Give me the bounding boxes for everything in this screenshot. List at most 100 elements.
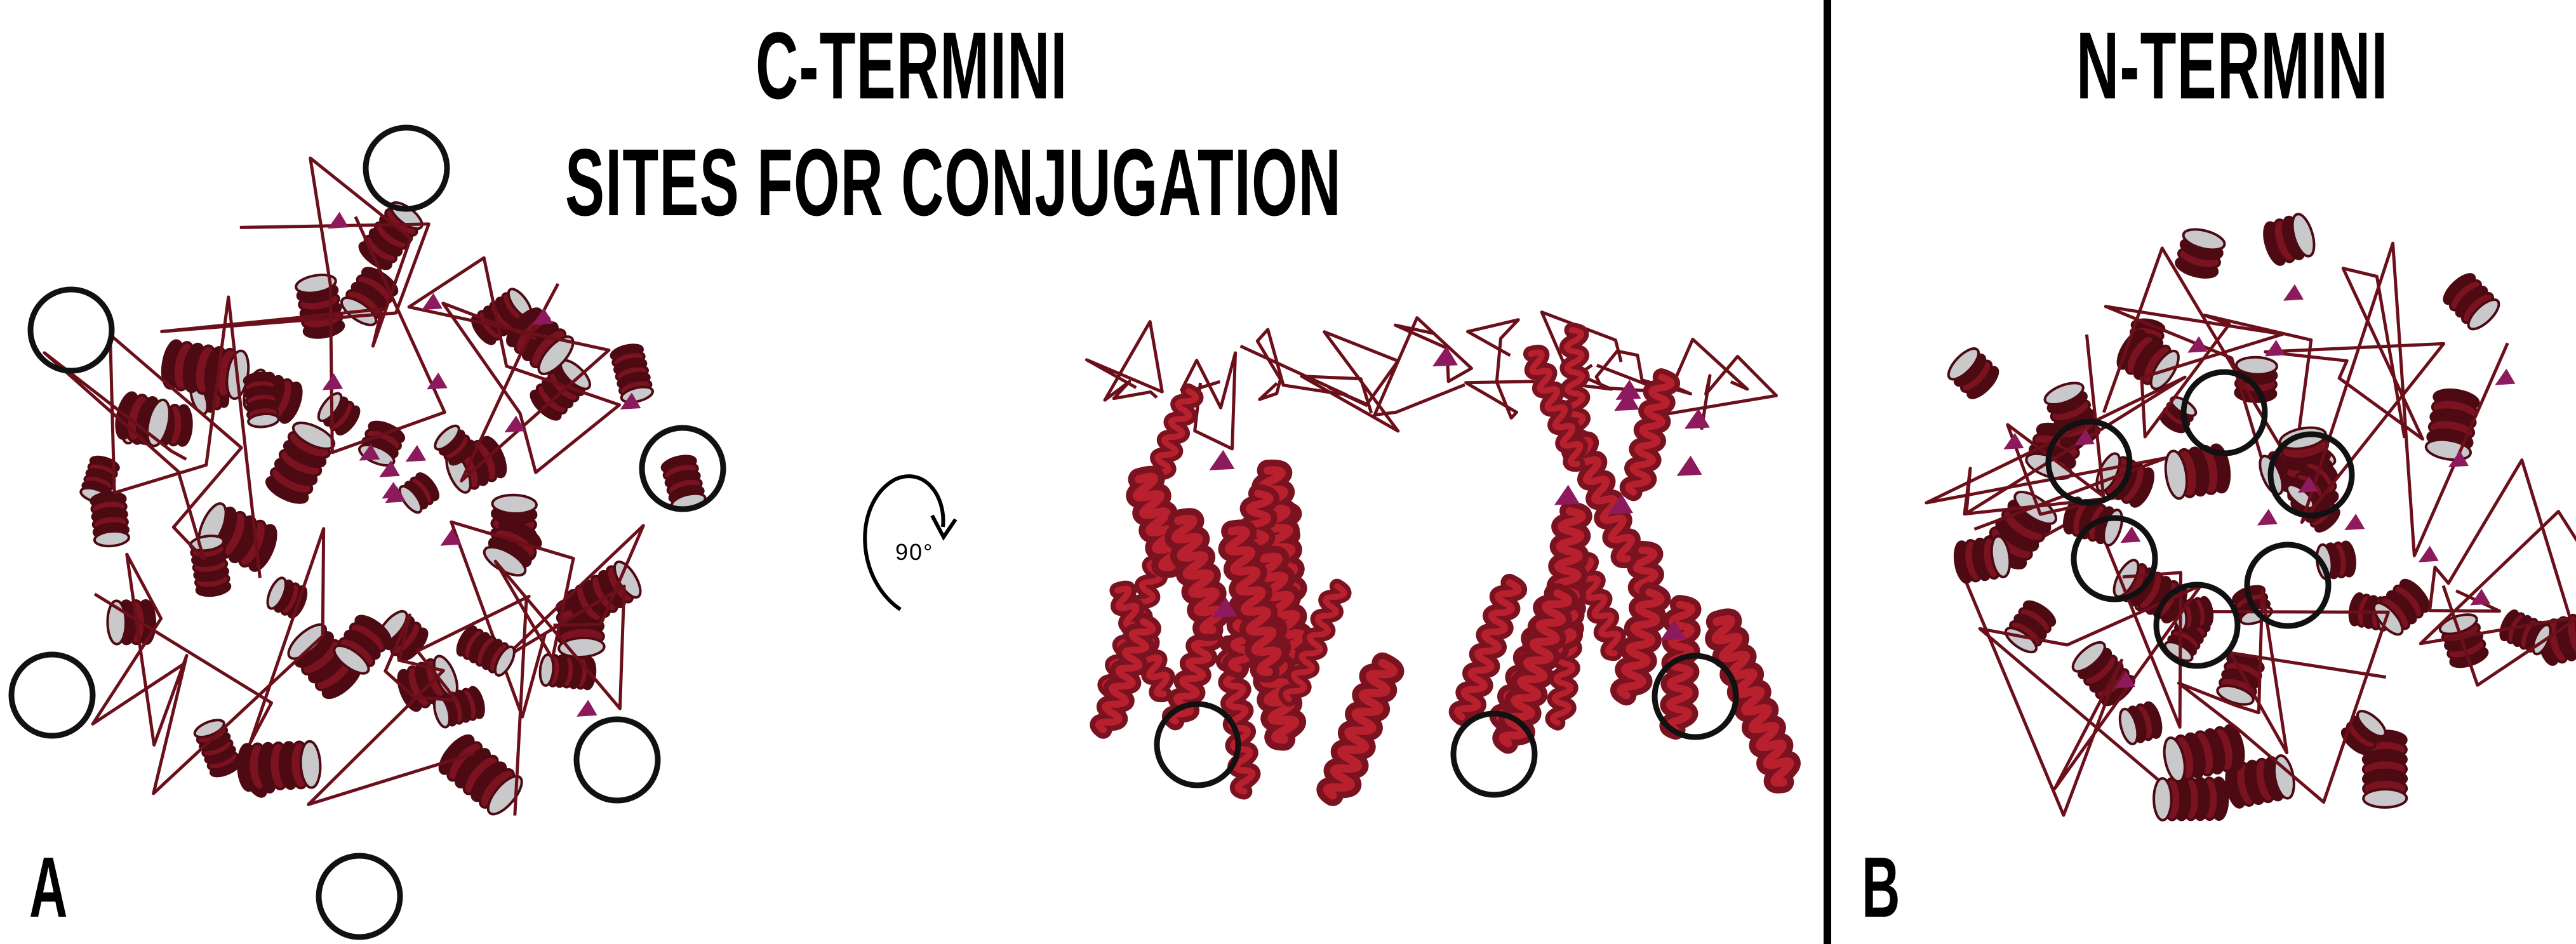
beta-strand [1660,620,1686,641]
beta-strand [620,392,641,410]
coil [307,594,531,816]
rotation-arrow [863,474,958,611]
beta-strand [359,444,380,461]
beta-strand [328,211,349,229]
helix [358,201,424,270]
terminus-circle-marker [2180,369,2268,456]
protein-side-view [1084,310,1801,806]
helix [358,420,406,467]
helix [438,734,523,816]
beta-strand [1684,408,1710,429]
helix [456,625,516,677]
helix-ribbon [1619,368,1681,502]
helix [115,391,171,448]
helix-ribbon [1523,344,1588,472]
helix [333,615,392,675]
protein-top-view-b [1925,213,2576,821]
helix [538,653,597,691]
helix [1947,347,1999,399]
beta-strand [2470,588,2491,606]
helix [2361,729,2408,809]
terminus-circle-marker [2267,431,2355,519]
coil [2102,246,2313,471]
beta-strand [1676,455,1702,476]
coil [2419,458,2576,687]
helix [266,576,308,619]
coil [1464,318,1535,420]
helix [2152,776,2229,821]
coil [1239,328,1349,401]
helix-ribbon [1705,608,1801,794]
helix [2163,724,2245,783]
beta-strand [2003,432,2024,449]
beta-strand [322,373,344,390]
helix-ribbon [1610,582,1671,706]
panel-b-title: N-TERMINI [2076,12,2389,119]
coil [407,256,622,482]
helix-ribbon [1448,573,1528,726]
terminus-circle-marker [316,853,403,940]
helix [265,422,336,504]
helix-ribbon [1165,508,1232,641]
terminus-circle-marker [2071,515,2158,602]
beta-strand [1554,484,1580,505]
terminus-circle-marker [27,286,115,374]
helix [79,455,120,504]
beta-strand [1211,597,1238,618]
beta-strand [379,460,400,477]
helix [2372,578,2431,636]
beta-strand [405,445,427,462]
beta-strand [1432,346,1458,367]
beta-strand [2344,514,2365,531]
terminus-circle-marker [1154,701,1241,788]
beta-strand [1209,449,1235,470]
panel-b-letter: B [1862,839,1901,935]
rotation-label: 90° [895,539,934,565]
beta-strand [1614,390,1640,411]
beta-strand [2187,336,2208,353]
beta-strand [576,700,597,717]
terminus-circle-marker [2244,542,2332,629]
helix [2315,540,2356,580]
terminus-circle-marker [8,651,96,739]
helix [566,560,642,628]
beta-strand [2257,509,2278,526]
helix-ribbon [1161,624,1224,731]
helix-ribbon [1143,383,1204,488]
beta-strand [427,372,448,390]
beta-strand [2114,672,2135,689]
panel-a-title: C-TERMINI [756,12,1068,119]
coil [1963,508,2203,817]
helix-ribbon [1659,595,1702,740]
beta-strand [2264,340,2285,357]
terminus-circle-marker [1450,710,1538,798]
helix [434,424,475,466]
coil [91,527,326,795]
beta-strand [2283,284,2304,301]
beta-strand [422,293,443,310]
beta-strand [2495,368,2516,385]
beta-strand [385,486,406,503]
helix [193,719,242,778]
coil [2264,241,2509,557]
helix [90,491,131,548]
helix [2004,600,2057,654]
helix [2118,701,2163,745]
helix-ribbon [1218,519,1288,683]
coil [1373,316,1473,417]
helix-ribbon [1090,613,1161,739]
coil [1658,337,1779,430]
beta-strand [1607,494,1633,515]
helix-ribbon [1568,431,1641,569]
beta-strand [2448,450,2469,467]
beta-strand [2120,526,2141,543]
helix [433,686,485,729]
beta-strand [1615,380,1641,401]
coil [1300,330,1400,433]
helix [398,472,439,514]
helix [2071,641,2135,707]
coil [450,520,645,719]
panel-a-letter: A [29,839,69,935]
helix-ribbon [1316,652,1405,806]
